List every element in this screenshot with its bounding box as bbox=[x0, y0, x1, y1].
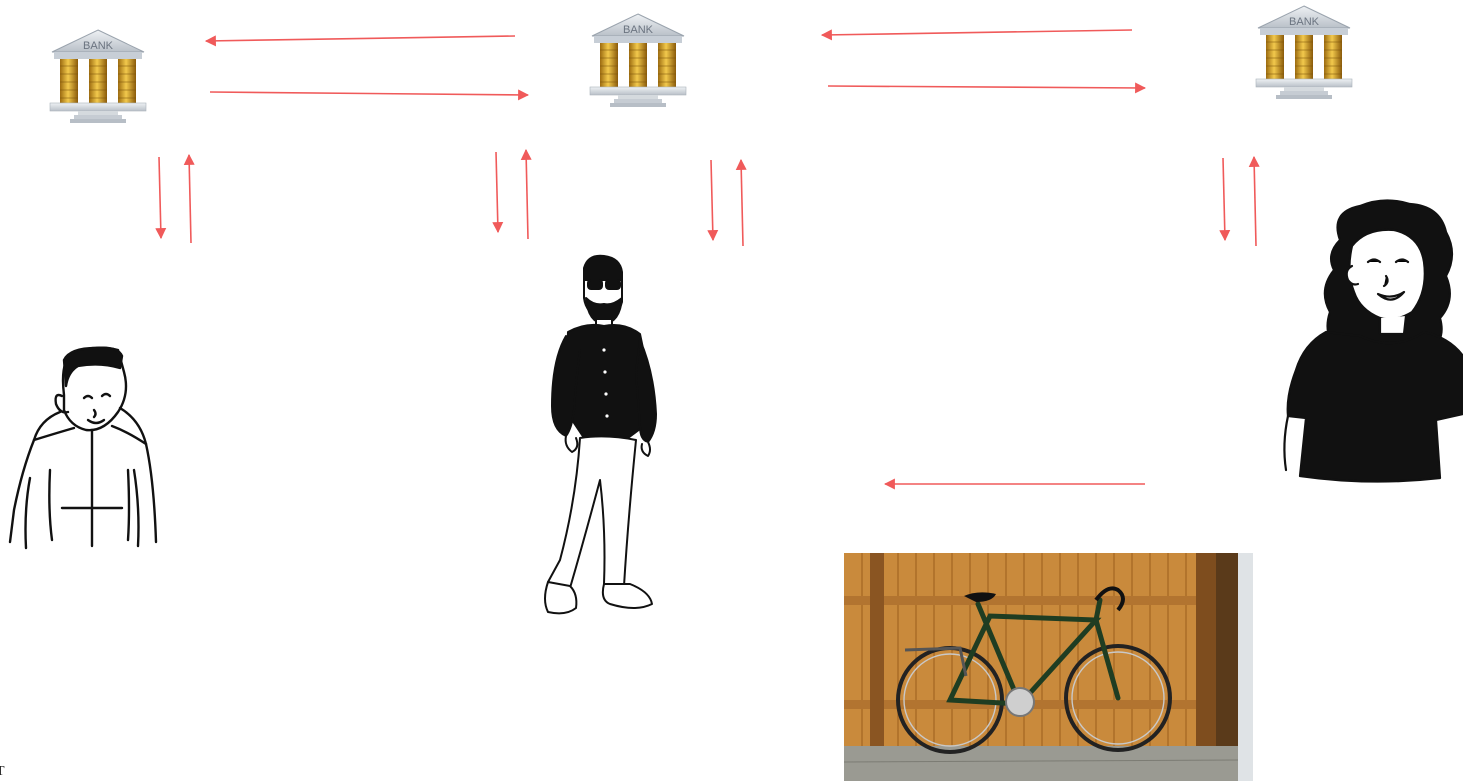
arrow-bank-middle-to-right bbox=[827, 82, 1147, 94]
bicycle-photo bbox=[843, 553, 1253, 781]
hoodie-person-icon bbox=[8, 346, 158, 550]
arrow-bank-middle-up-a bbox=[520, 148, 532, 240]
arrow-bank-right-to-middle bbox=[820, 29, 1133, 41]
corner-label: T bbox=[0, 764, 5, 779]
bank-right-icon bbox=[1255, 5, 1353, 100]
curly-hair-woman-icon bbox=[1283, 199, 1463, 483]
arrow-bank-middle-to-left bbox=[204, 35, 516, 47]
arrow-bank-left-down bbox=[155, 156, 167, 240]
arrow-bank-left-to-middle bbox=[209, 89, 530, 101]
arrow-bank-middle-down-a bbox=[492, 151, 504, 234]
arrow-bank-left-up bbox=[183, 153, 195, 244]
bank-left-icon bbox=[49, 29, 147, 124]
arrow-bank-right-down bbox=[1219, 157, 1231, 242]
bank-middle-icon bbox=[589, 13, 687, 108]
arrow-bank-middle-up-b bbox=[735, 158, 747, 247]
arrow-bank-right-up bbox=[1248, 155, 1260, 247]
bearded-man-icon bbox=[544, 254, 657, 615]
arrow-bank-middle-down-b bbox=[707, 159, 719, 242]
